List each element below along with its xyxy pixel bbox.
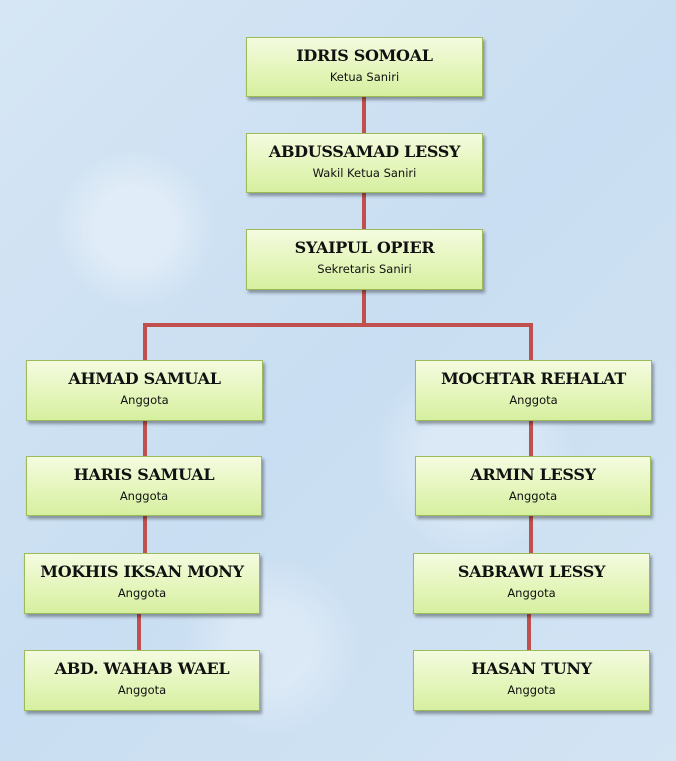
node-name: SYAIPUL OPIER [294, 238, 435, 257]
node-wakil-ketua: ABDUSSAMAD LESSY Wakil Ketua Saniri [246, 133, 483, 193]
node-anggota: MOKHIS IKSAN MONY Anggota [24, 553, 260, 614]
node-anggota: SABRAWI LESSY Anggota [413, 553, 650, 614]
node-role: Anggota [509, 393, 558, 407]
connector [143, 421, 147, 456]
node-role: Sekretaris Saniri [317, 262, 412, 276]
node-role: Anggota [119, 489, 169, 503]
node-sekretaris: SYAIPUL OPIER Sekretaris Saniri [246, 229, 483, 290]
connector [362, 290, 366, 326]
connector [529, 323, 533, 360]
connector [527, 614, 531, 650]
connector [143, 323, 533, 327]
connector [143, 323, 147, 360]
node-name: HARIS SAMUAL [73, 465, 215, 484]
node-name: SABRAWI LESSY [457, 562, 606, 581]
node-anggota: HASAN TUNY Anggota [413, 650, 650, 711]
node-role: Anggota [120, 393, 169, 407]
node-name: MOCHTAR REHALAT [440, 369, 627, 388]
node-name: MOKHIS IKSAN MONY [40, 562, 244, 581]
node-role: Anggota [117, 683, 167, 697]
node-role: Anggota [507, 683, 556, 697]
node-anggota: AHMAD SAMUAL Anggota [26, 360, 263, 421]
connector [137, 614, 141, 650]
node-anggota: HARIS SAMUAL Anggota [26, 456, 262, 516]
node-name: HASAN TUNY [471, 659, 592, 678]
connector [362, 97, 366, 133]
connector [143, 516, 147, 553]
node-anggota: MOCHTAR REHALAT Anggota [415, 360, 652, 421]
node-role: Wakil Ketua Saniri [312, 166, 417, 180]
node-name: IDRIS SOMOAL [296, 46, 433, 65]
node-anggota: ARMIN LESSY Anggota [415, 456, 651, 516]
node-role: Anggota [507, 586, 556, 600]
connector [529, 516, 533, 553]
node-role: Ketua Saniri [329, 70, 400, 84]
node-role: Anggota [117, 586, 167, 600]
node-role: Anggota [508, 489, 558, 503]
connector [362, 193, 366, 229]
node-name: ABD. WAHAB WAEL [54, 659, 230, 678]
connector [529, 421, 533, 456]
node-name: ABDUSSAMAD LESSY [268, 142, 461, 161]
node-ketua: IDRIS SOMOAL Ketua Saniri [246, 37, 483, 97]
node-name: AHMAD SAMUAL [68, 369, 221, 388]
node-name: ARMIN LESSY [470, 465, 596, 484]
node-anggota: ABD. WAHAB WAEL Anggota [24, 650, 260, 711]
